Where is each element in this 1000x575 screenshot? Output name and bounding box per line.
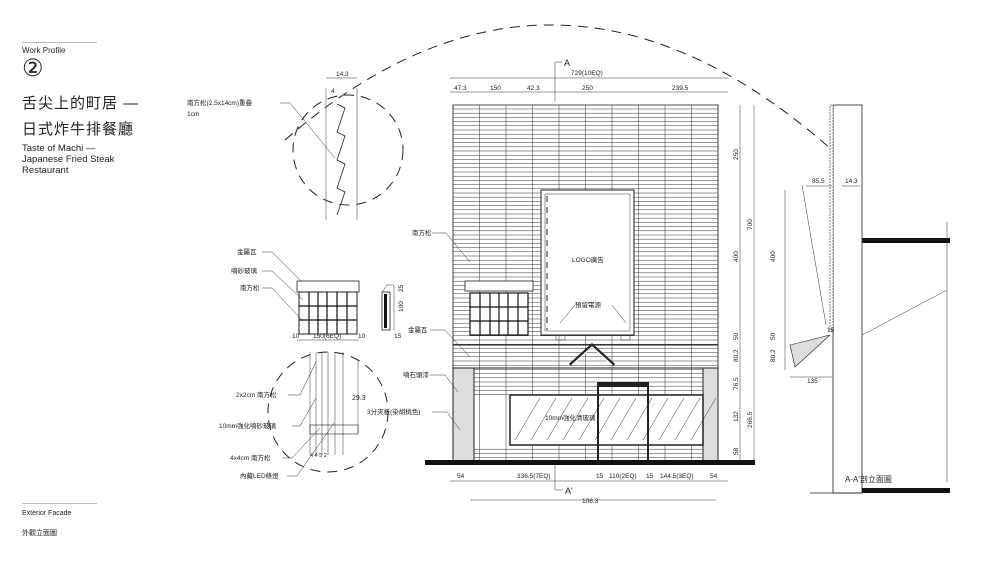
svg-text:4x4cm 南方松: 4x4cm 南方松 <box>230 453 271 462</box>
svg-text:106.3: 106.3 <box>582 498 599 505</box>
svg-text:400: 400 <box>770 251 777 262</box>
svg-text:132: 132 <box>733 411 740 422</box>
section-en: Exterior Facade <box>22 510 72 517</box>
svg-text:10: 10 <box>292 333 300 340</box>
svg-text:239.5: 239.5 <box>672 85 689 92</box>
svg-text:2x2cm 南方松: 2x2cm 南方松 <box>236 390 277 399</box>
svg-text:4: 4 <box>331 88 335 95</box>
svg-text:700: 700 <box>747 219 754 230</box>
header-rule <box>22 42 97 43</box>
svg-text:25: 25 <box>398 284 405 292</box>
profile-number: ② <box>22 54 44 82</box>
svg-text:250: 250 <box>582 85 593 92</box>
svg-text:50: 50 <box>733 332 740 340</box>
svg-text:29.3: 29.3 <box>352 395 366 402</box>
svg-text:54: 54 <box>457 473 465 480</box>
glass-storefront <box>509 394 704 446</box>
svg-text:85.5: 85.5 <box>812 178 825 185</box>
svg-text:80.2: 80.2 <box>733 349 740 362</box>
glass-label: 10mm強化清玻璃 <box>545 413 596 422</box>
footer-rule <box>22 503 97 504</box>
svg-text:336.5(7EQ): 336.5(7EQ) <box>517 473 551 480</box>
svg-text:47.3: 47.3 <box>454 85 467 92</box>
door-detail: 29.3 4 4 5 2 2x2cm 南方松 10mm強化噴砂玻璃 4x4cm … <box>219 351 389 480</box>
top-dimensions: 729(10EQ) 47.3 150 42.3 250 239.5 A <box>450 58 728 102</box>
svg-text:15: 15 <box>596 473 604 480</box>
svg-text:250: 250 <box>733 149 740 160</box>
svg-text:噴砂玻璃: 噴砂玻璃 <box>231 266 258 275</box>
title-zh-line1: 舌尖上的町居 — <box>22 95 140 112</box>
title-zh-line2: 日式炸牛排餐廳 <box>22 121 135 138</box>
power-label: 預留電源 <box>575 300 602 309</box>
svg-text:15: 15 <box>394 333 402 340</box>
svg-text:144.5(3EQ): 144.5(3EQ) <box>660 473 694 480</box>
bottom-dimensions: 54 336.5(7EQ) 15 110(2EQ) 15 144.5(3EQ) … <box>450 465 728 505</box>
svg-text:內藏LED條燈: 內藏LED條燈 <box>240 471 279 480</box>
right-dimensions: 250 400 50 80.2 76.5 132 58 700 266.5 <box>733 105 755 462</box>
window-awning <box>464 280 534 292</box>
svg-text:42.3: 42.3 <box>527 85 540 92</box>
svg-text:54: 54 <box>710 473 718 480</box>
svg-text:15: 15 <box>646 473 654 480</box>
svg-text:135: 135 <box>807 378 818 385</box>
shingle-detail: 14.3 4 南方松(2.5x14cm)重疊 1cm <box>187 71 404 220</box>
section-aa: 85.5 14.3 400 50 80.2 135 15 A-A'剖立面圖 <box>770 104 950 494</box>
svg-text:150(6EQ): 150(6EQ) <box>313 333 341 340</box>
logo-label: LOGO廣告 <box>572 255 604 264</box>
label-pine: 南方松 <box>412 228 432 237</box>
svg-text:58: 58 <box>733 447 740 455</box>
svg-text:10mm強化噴砂玻璃: 10mm強化噴砂玻璃 <box>219 421 277 430</box>
svg-text:A: A <box>564 58 570 68</box>
label-plywood: 3分夾板(染胡桃色) <box>367 407 420 416</box>
svg-text:南方松: 南方松 <box>240 283 260 292</box>
svg-text:金屬瓦: 金屬瓦 <box>237 247 257 256</box>
facade-elevation: LOGO廣告 預留電源 10mm強化清玻璃 <box>425 104 755 465</box>
label-stone-paint: 噴石頭漆 <box>403 370 430 379</box>
work-profile-label: Work Profile <box>22 46 66 55</box>
svg-text:4 4 5 2: 4 4 5 2 <box>310 453 327 459</box>
svg-text:110(2EQ): 110(2EQ) <box>609 473 637 480</box>
svg-text:南方松(2.5x14cm)重疊: 南方松(2.5x14cm)重疊 <box>187 98 253 107</box>
svg-text:76.5: 76.5 <box>733 377 740 390</box>
section-title: A-A'剖立面圖 <box>845 474 892 484</box>
svg-text:400: 400 <box>733 251 740 262</box>
label-metal-tile: 金屬瓦 <box>408 325 428 334</box>
svg-text:50: 50 <box>770 332 777 340</box>
svg-text:150: 150 <box>490 85 501 92</box>
window-detail: 金屬瓦 噴砂玻璃 南方松 150(6EQ) 10 10 25 100 15 <box>231 247 405 341</box>
svg-text:266.5: 266.5 <box>747 411 754 428</box>
svg-text:100: 100 <box>398 301 405 312</box>
svg-text:14.3: 14.3 <box>336 71 349 78</box>
logo-panel <box>540 189 635 336</box>
ground-line <box>425 460 755 465</box>
svg-text:729(10EQ): 729(10EQ) <box>571 70 603 77</box>
svg-text:A': A' <box>565 486 573 496</box>
stone-column-left <box>452 367 475 463</box>
title-en: Taste of Machi — Japanese Fried Steak Re… <box>22 143 115 176</box>
svg-text:15: 15 <box>827 327 835 334</box>
svg-text:10: 10 <box>358 333 366 340</box>
svg-text:1cm: 1cm <box>187 111 199 118</box>
svg-text:14.3: 14.3 <box>845 178 858 185</box>
stone-column-right <box>702 367 719 463</box>
callout-arc <box>284 24 833 151</box>
section-zh: 外觀立面圖 <box>22 530 57 537</box>
svg-text:80.2: 80.2 <box>770 349 777 362</box>
